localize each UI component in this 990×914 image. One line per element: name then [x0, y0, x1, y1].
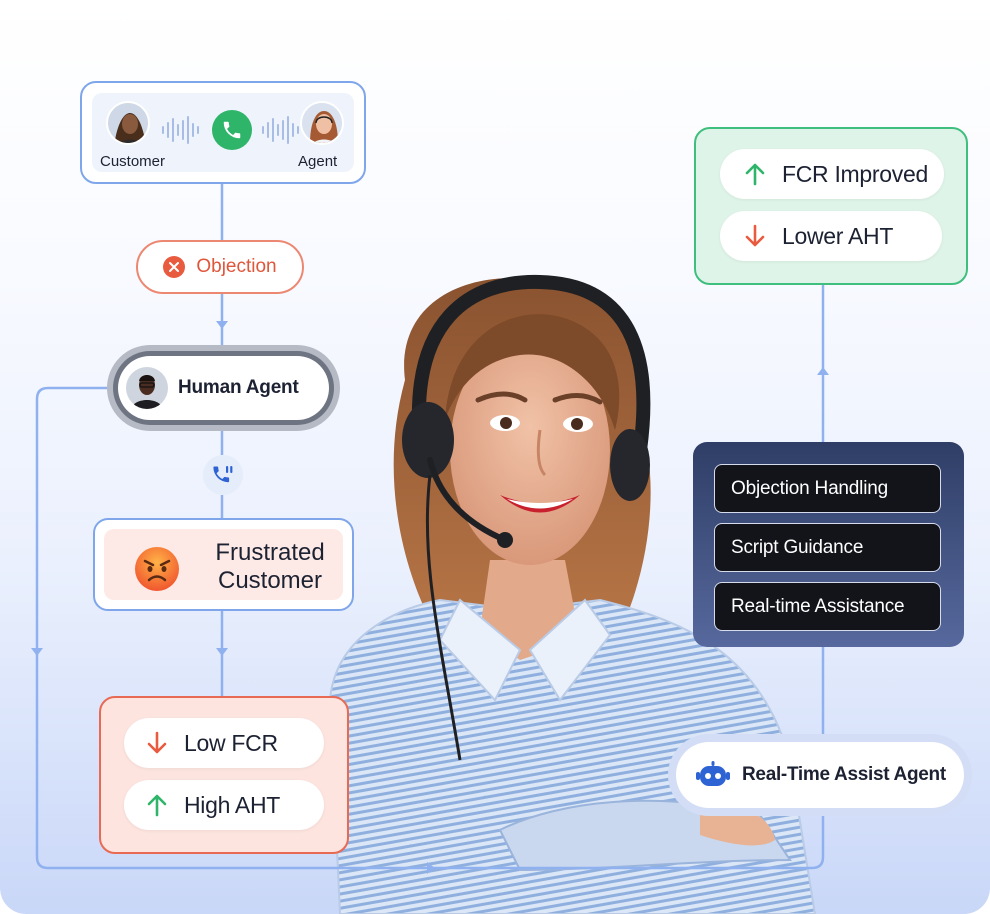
- close-circle-icon: [163, 256, 186, 278]
- agent-avatar: [300, 101, 344, 145]
- positive-outcomes-card: FCR Improved Lower AHT: [694, 127, 968, 285]
- audio-wave-icon: [162, 116, 199, 144]
- high-aht-pill: High AHT: [124, 780, 324, 830]
- angry-face-icon: [135, 547, 179, 591]
- customer-label: Customer: [100, 153, 166, 170]
- agent-label: Agent: [298, 153, 338, 170]
- human-agent-avatar: [126, 367, 168, 409]
- robot-icon: [696, 761, 730, 786]
- human-agent-label: Human Agent: [178, 377, 299, 398]
- arrow-up-icon: [147, 794, 167, 817]
- frustrated-customer-card: Frustrated Customer: [93, 518, 354, 611]
- arrow-down-icon: [147, 731, 167, 754]
- real-time-assist-agent-label: Real-Time Assist Agent: [742, 764, 946, 785]
- call-card: Customer: [80, 81, 366, 184]
- audio-wave-icon: [262, 116, 299, 144]
- phone-call-button[interactable]: [212, 110, 252, 150]
- script-guidance-item: Script Guidance: [714, 523, 941, 572]
- real-time-assistance-item: Real-time Assistance: [714, 582, 941, 631]
- customer-avatar: [106, 101, 150, 145]
- objection-handling-item: Objection Handling: [714, 464, 941, 513]
- hold-badge: [203, 455, 243, 495]
- fcr-improved-pill: FCR Improved: [720, 149, 944, 199]
- phone-hold-icon: [213, 466, 233, 483]
- assist-capabilities-panel: Objection Handling Script Guidance Real-…: [693, 442, 964, 647]
- objection-pill: Objection: [136, 240, 304, 294]
- real-time-assist-agent-pill: Real-Time Assist Agent: [668, 734, 972, 816]
- negative-outcomes-card: Low FCR High AHT: [99, 696, 349, 854]
- frustrated-customer-label: Frustrated Customer: [215, 539, 325, 594]
- low-fcr-pill: Low FCR: [124, 718, 324, 768]
- arrow-up-icon: [745, 163, 765, 186]
- phone-icon: [223, 121, 241, 139]
- objection-label: Objection: [196, 256, 277, 277]
- lower-aht-pill: Lower AHT: [720, 211, 942, 261]
- human-agent-pill: Human Agent: [107, 345, 340, 431]
- arrow-down-icon: [745, 224, 765, 247]
